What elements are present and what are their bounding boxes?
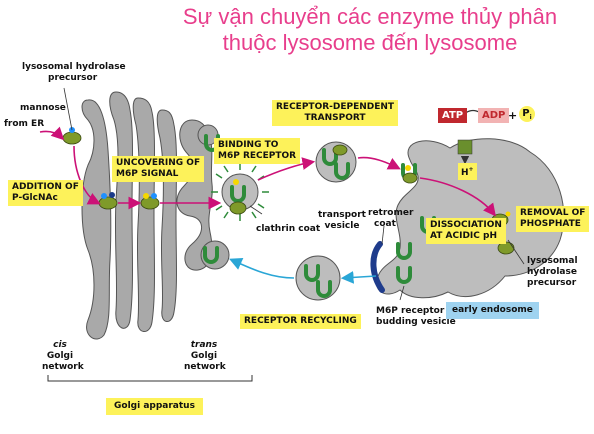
label-line: precursor [48,73,98,83]
box-line: BINDING TO [218,140,279,150]
h-text: H [461,168,469,178]
box-line: M6P RECEPTOR [218,151,297,161]
label-transport-vesicle: transport vesicle [318,210,366,232]
box-line: TRANSPORT [304,113,366,123]
golgi-bracket [47,375,253,382]
label-line: retromer [368,208,414,218]
label-line: network [42,362,84,372]
label-line: network [184,362,226,372]
box-line: P-GlcNAc [12,193,58,203]
label-clathrin-coat: clathrin coat [256,224,321,234]
title-line-2: thuộc lysosome đến lysosome [222,30,518,55]
leader-lines [63,87,525,301]
forward-pathway-arrows [39,126,505,243]
atp-text: ATP [442,110,464,121]
box-line: RECEPTOR-DEPENDENT [276,102,395,112]
label-m6p-receptor-budding: M6P receptor in budding vesicle [376,306,457,328]
step-receptor-dependent-transport: RECEPTOR-DEPENDENT TRANSPORT [272,100,399,126]
box-line: UNCOVERING OF [116,158,201,168]
box-line: AT ACIDIC pH [430,231,497,241]
proton-badge: H+ [458,163,477,180]
step-addition-p-glcnac: ADDITION OF P-GlcNAc [8,180,83,206]
label-from-er: from ER [4,119,45,129]
adp-text: ADP [482,110,506,121]
label-line: cis [53,340,67,350]
label-line: precursor [527,278,577,288]
box-line: PHOSPHATE [520,219,581,229]
label-retromer-coat: retromer coat [368,208,413,230]
label-line: budding vesicle [376,317,456,327]
recycling-arrows [229,258,377,284]
label-line: Golgi [46,351,74,361]
label-line: M6P receptor in [376,306,457,316]
atp-badge: ATP [438,108,468,123]
clathrin-bud [211,163,269,221]
early-endosome-label: early endosome [446,302,539,319]
golgi-cisterna-2 [109,91,133,329]
box-line: ADDITION OF [12,182,79,192]
box-line: early endosome [452,305,533,315]
golgi-cisterna-4 [156,109,177,322]
label-line: transport [318,210,366,220]
adp-badge: ADP [478,108,510,123]
step-removal-phosphate: REMOVAL OF PHOSPHATE [516,206,590,232]
label-line: lysosomal hydrolase [22,62,126,72]
step-receptor-recycling: RECEPTOR RECYCLING [240,314,361,329]
label-line: trans [190,340,218,350]
step-binding-m6p-receptor: BINDING TO M6P RECEPTOR [214,138,301,164]
box-line: RECEPTOR RECYCLING [244,316,357,326]
title-line-1: Sự vận chuyển các enzyme thủy phân [182,4,558,29]
box-line: M6P SIGNAL [116,169,179,179]
label-mannose: mannose [20,103,66,113]
label-line: vesicle [324,221,360,231]
label-line: Golgi [190,351,218,361]
pi-badge: Pi [519,106,535,122]
golgi-cisterna-1 [81,99,112,340]
label-lysosomal-hydrolase-precursor-right: lysosomal hydrolase precursor [527,256,578,289]
box-line: REMOVAL OF [520,208,586,218]
label-lysosomal-hydrolase-precursor: lysosomal hydrolase precursor [22,62,126,84]
box-line: Golgi apparatus [114,401,195,411]
label-line: coat [374,219,396,229]
step-uncovering-m6p: UNCOVERING OF M6P SIGNAL [112,156,205,182]
golgi-stack [81,91,213,340]
box-line: DISSOCIATION [430,220,502,230]
label-trans-golgi: trans Golgi network [184,340,226,373]
label-line: lysosomal [527,256,578,266]
pi-sub: i [529,114,532,121]
pi-text: P [522,108,530,119]
retromer-coat [370,241,385,293]
h-sup: + [468,166,474,173]
golgi-cisterna-3 [132,97,155,332]
step-dissociation-acidic-ph: DISSOCIATION AT ACIDIC pH [426,218,506,244]
label-line: hydrolase [527,267,577,277]
golgi-apparatus-label: Golgi apparatus [106,398,203,415]
proton-pump [457,139,473,155]
m6p-receptors [203,134,436,298]
plus-sign: + [508,110,517,121]
label-cis-golgi: cis Golgi network [42,340,84,373]
plus-text: + [508,109,518,122]
